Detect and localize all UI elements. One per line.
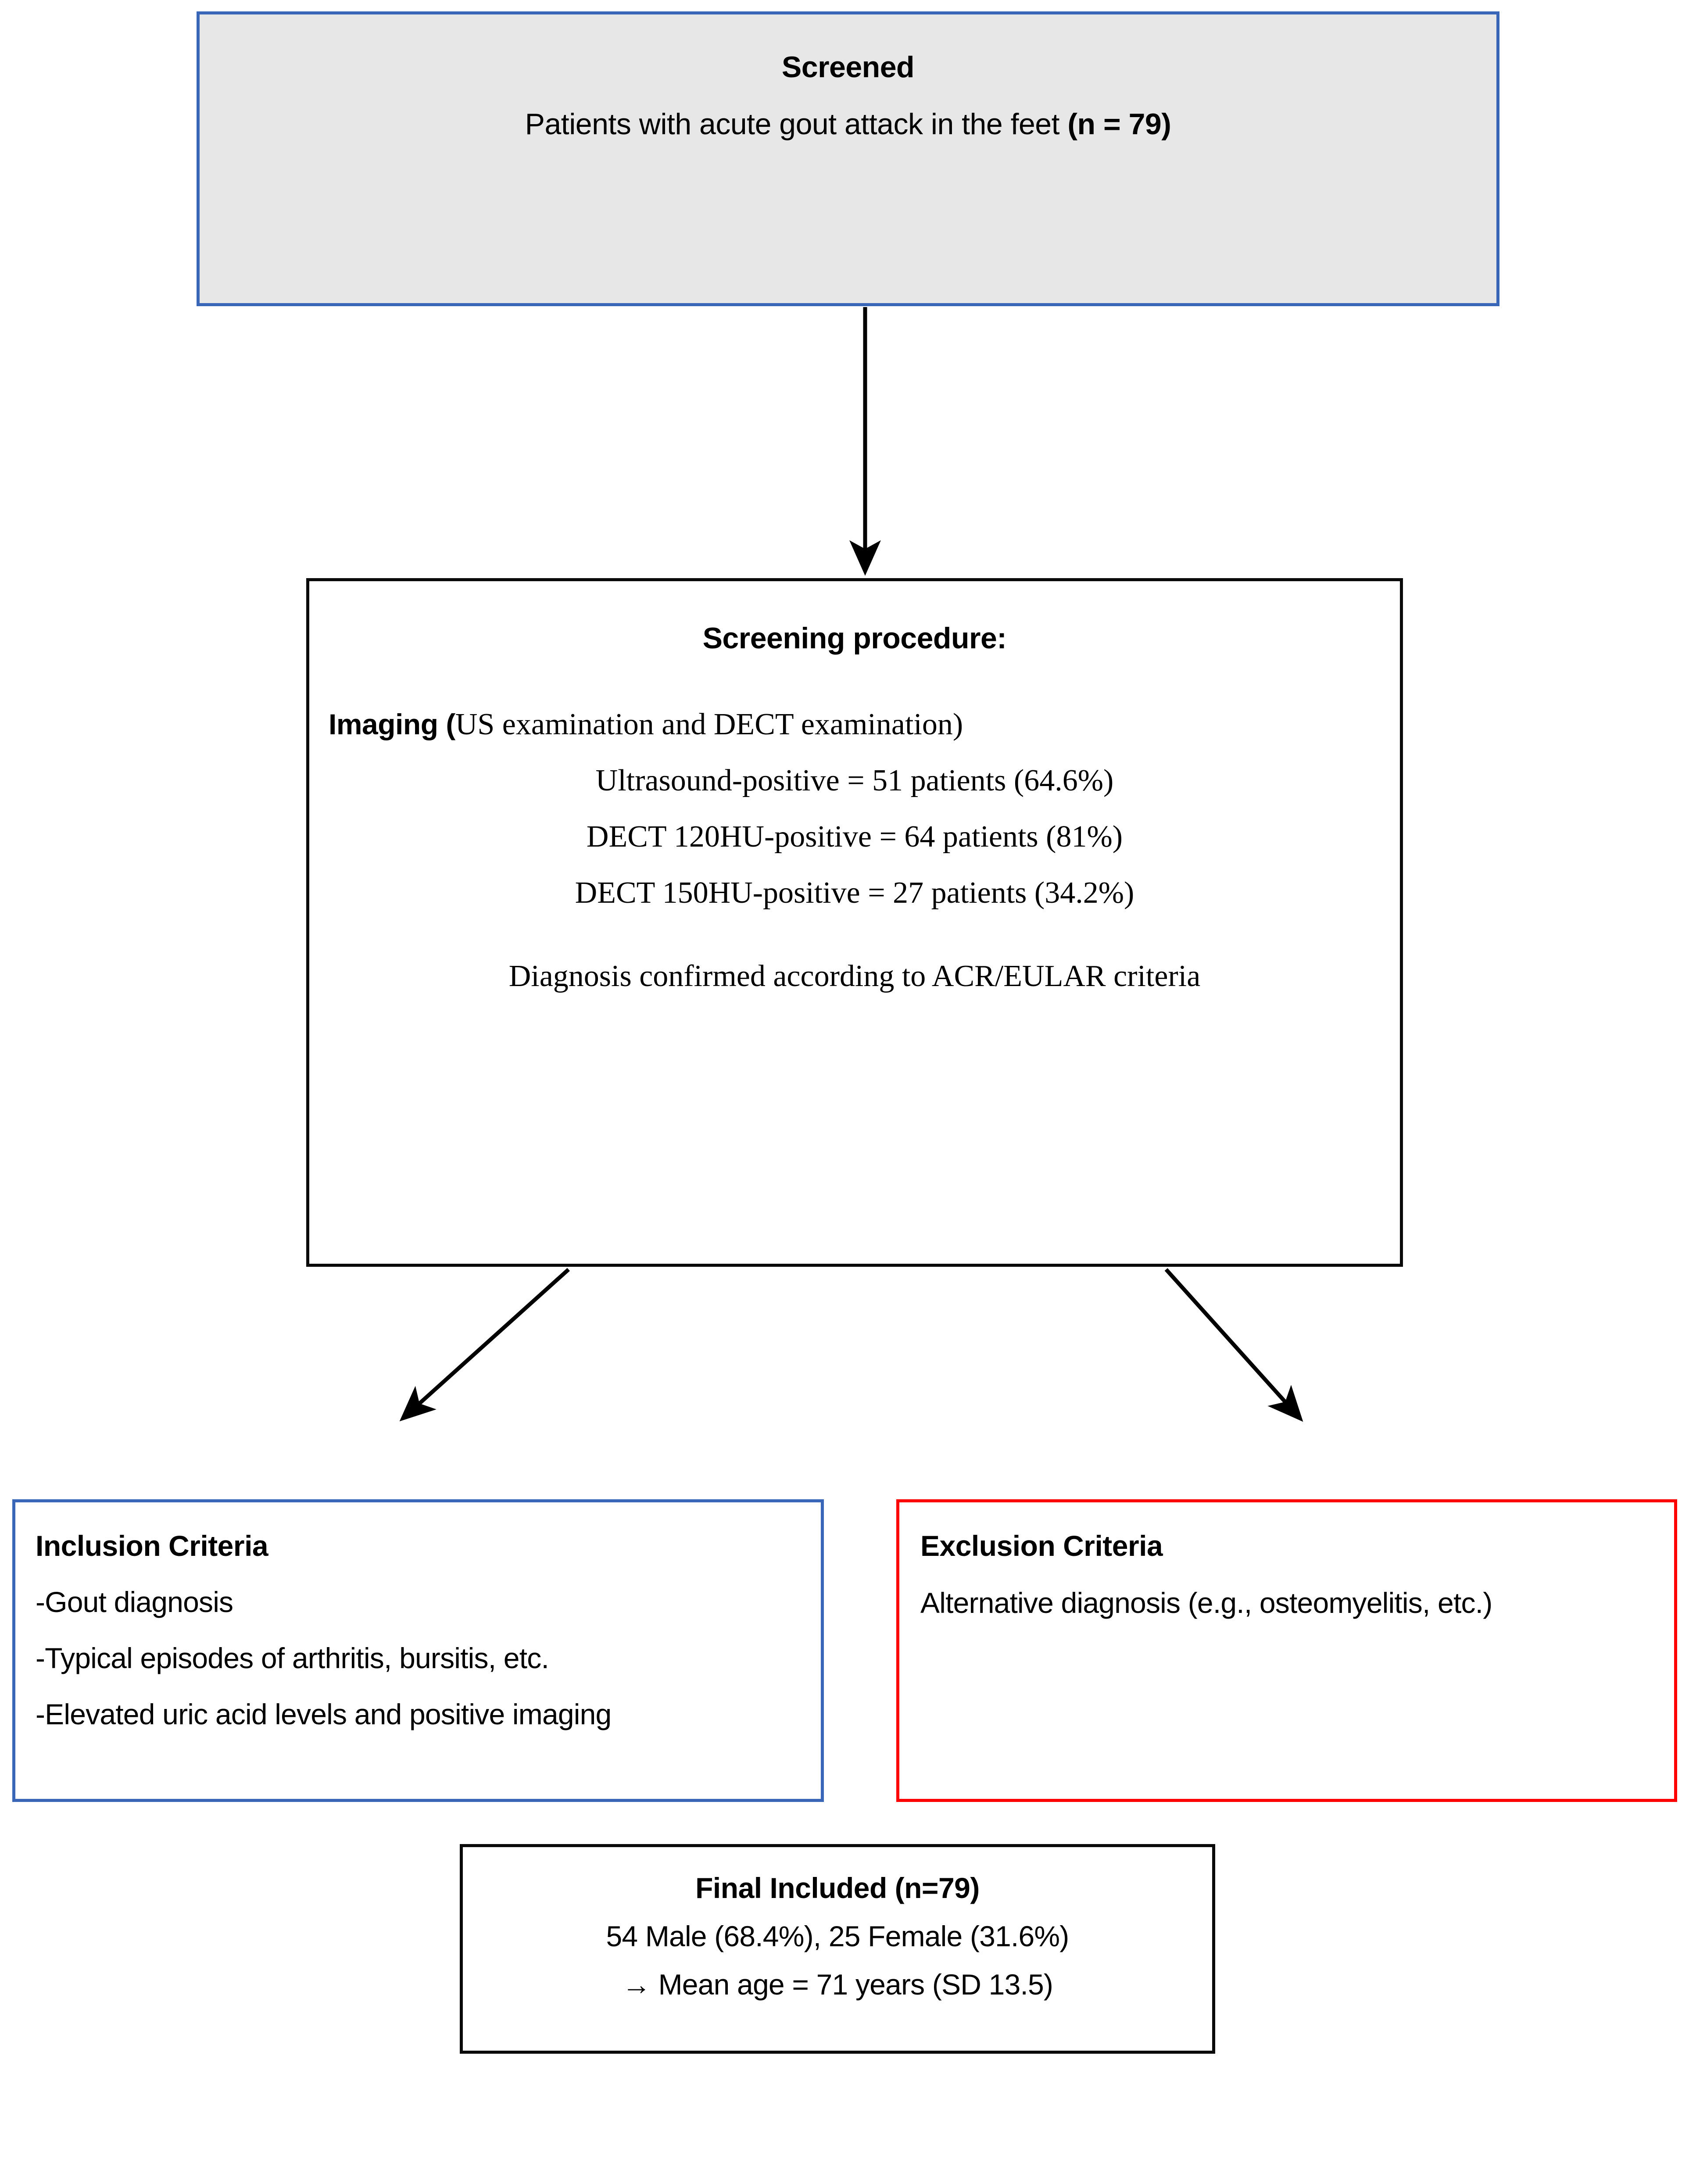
inclusion-item-2: -Typical episodes of arthritis, bursitis…: [36, 1642, 549, 1674]
exclusion-text: Alternative diagnosis (e.g., osteomyelit…: [920, 1587, 1492, 1619]
exclusion-title: Exclusion Criteria: [920, 1530, 1163, 1562]
screened-subtitle: Patients with acute gout attack in the f…: [200, 109, 1496, 139]
node-inclusion-criteria: Inclusion Criteria -Gout diagnosis -Typi…: [12, 1499, 824, 1802]
screened-count: (n = 79): [1067, 107, 1171, 141]
procedure-result-ultrasound: Ultrasound-positive = 51 patients (64.6%…: [595, 764, 1114, 797]
node-exclusion-criteria: Exclusion Criteria Alternative diagnosis…: [896, 1499, 1677, 1802]
procedure-imaging-rest: US examination and DECT examination): [455, 708, 963, 741]
screened-subtitle-text: Patients with acute gout attack in the f…: [525, 107, 1068, 141]
arrow-procedure-to-inclusion: [399, 1268, 570, 1422]
procedure-imaging-line: Imaging (US examination and DECT examina…: [329, 709, 1381, 740]
procedure-result-dect120: DECT 120HU-positive = 64 patients (81%): [586, 820, 1123, 854]
procedure-footer: Diagnosis confirmed according to ACR/EUL…: [508, 959, 1201, 993]
inclusion-item-3: -Elevated uric acid levels and positive …: [36, 1698, 612, 1730]
inclusion-item-1: -Gout diagnosis: [36, 1586, 233, 1618]
procedure-title: Screening procedure:: [702, 622, 1007, 655]
inclusion-title: Inclusion Criteria: [36, 1530, 268, 1562]
procedure-imaging-label: Imaging (: [329, 708, 455, 740]
final-title: Final Included (n=79): [695, 1872, 980, 1904]
procedure-body: Imaging (US examination and DECT examina…: [329, 709, 1381, 992]
node-screening-procedure: Screening procedure: Imaging (US examina…: [306, 578, 1403, 1267]
procedure-result-dect150: DECT 150HU-positive = 27 patients (34.2%…: [575, 876, 1134, 910]
arrow-procedure-to-exclusion: [1164, 1268, 1303, 1422]
screened-title: Screened: [781, 50, 915, 84]
final-mean-age: → Mean age = 71 years (SD 13.5): [622, 1968, 1053, 2001]
node-final-included: Final Included (n=79) 54 Male (68.4%), 2…: [460, 1844, 1215, 2054]
final-sex-breakdown: 54 Male (68.4%), 25 Female (31.6%): [606, 1920, 1070, 1952]
node-screened: Screened Patients with acute gout attack…: [197, 11, 1499, 306]
